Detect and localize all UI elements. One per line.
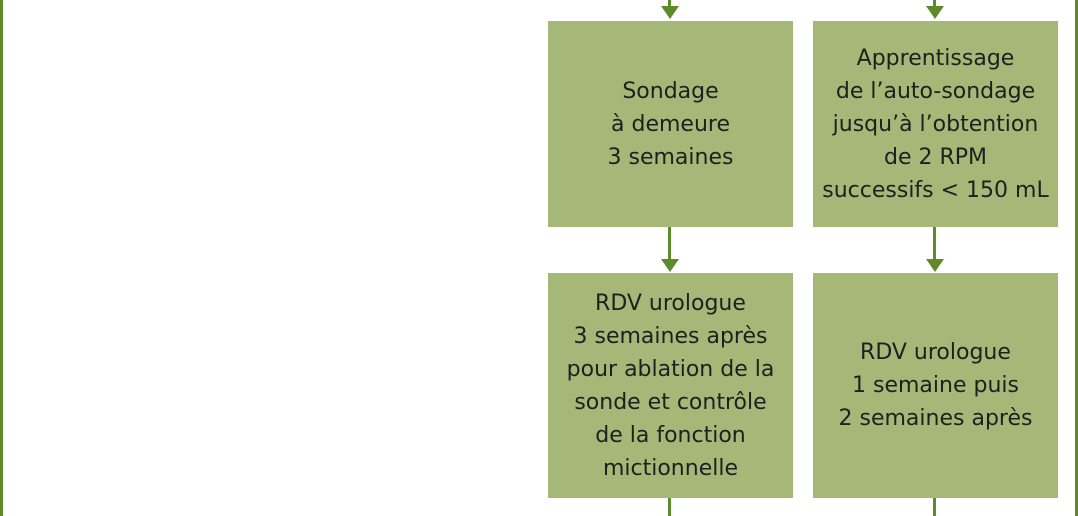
arrow-into-left-top-line bbox=[668, 0, 671, 7]
line-out-left-bottom bbox=[668, 498, 671, 516]
right-frame-line bbox=[1075, 0, 1078, 516]
arrow-left-middle-head bbox=[661, 259, 679, 272]
box-apprentissage-auto-sondage: Apprentissage de l’auto-sondage jusqu’à … bbox=[813, 21, 1058, 227]
line-out-right-bottom bbox=[933, 498, 936, 516]
arrow-into-right-top-line bbox=[933, 0, 936, 7]
arrow-into-left-top-head bbox=[661, 6, 679, 19]
box-rdv-urologue-1-semaine: RDV urologue 1 semaine puis 2 semaines a… bbox=[813, 273, 1058, 498]
box-sondage-a-demeure-text: Sondage à demeure 3 semaines bbox=[607, 78, 734, 170]
arrow-into-right-top-head bbox=[926, 6, 944, 19]
arrow-left-middle-line bbox=[668, 227, 671, 261]
box-rdv-urologue-3-semaines: RDV urologue 3 semaines après pour ablat… bbox=[548, 273, 793, 498]
box-apprentissage-auto-sondage-text: Apprentissage de l’auto-sondage jusqu’à … bbox=[822, 45, 1049, 203]
box-rdv-urologue-1-semaine-text: RDV urologue 1 semaine puis 2 semaines a… bbox=[838, 340, 1033, 431]
arrow-right-middle-head bbox=[926, 259, 944, 272]
arrow-right-middle-line bbox=[933, 227, 936, 261]
box-rdv-urologue-3-semaines-text: RDV urologue 3 semaines après pour ablat… bbox=[566, 290, 775, 481]
left-frame-line bbox=[0, 0, 3, 516]
box-sondage-a-demeure: Sondage à demeure 3 semaines bbox=[548, 21, 793, 227]
